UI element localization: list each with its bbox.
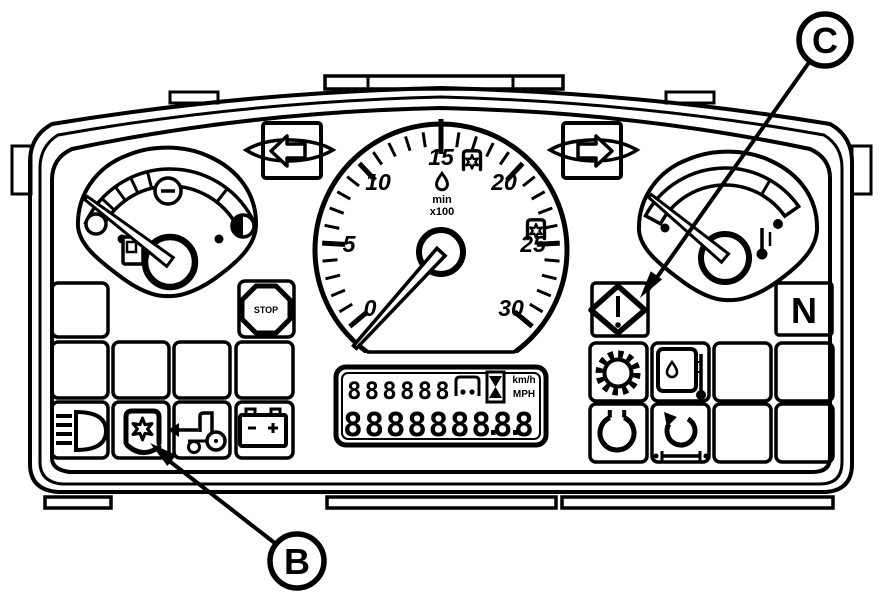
right-turn-indicator	[546, 121, 641, 180]
indicator-cell-blank	[712, 402, 773, 464]
lcd-hourglass-icon	[485, 370, 506, 404]
fuel-full-mark	[230, 213, 256, 239]
indicator-cell-blank	[234, 340, 295, 400]
lcd-unit-kmh: km/h	[512, 375, 535, 386]
indicator-cell-blank	[774, 341, 835, 403]
fuel-empty-mark	[84, 212, 108, 236]
left-turn-indicator	[242, 121, 337, 180]
stop-indicator: STOP	[237, 279, 296, 339]
battery-icon	[238, 407, 288, 448]
callout-c-leader	[646, 59, 812, 292]
callout-b-arrowhead	[150, 443, 177, 466]
temperature-gauge-dial	[636, 149, 820, 303]
left-indicator-grid: STOP	[50, 279, 296, 460]
temperature-gauge	[636, 149, 820, 303]
tach-unit-line1: min	[432, 194, 452, 206]
fuel-gauge-dial	[75, 145, 259, 299]
gear-icon	[595, 350, 641, 396]
tach-label-30: 30	[498, 295, 524, 321]
thermometer-icon	[756, 228, 772, 260]
tach-label-15: 15	[428, 144, 455, 170]
tractor-arrow-icon	[168, 411, 227, 454]
indicator-cell-blank	[172, 340, 232, 400]
recirculation-icon	[653, 412, 709, 461]
tach-label-5: 5	[343, 231, 357, 257]
callout-b-label: B	[284, 541, 310, 582]
callout-b: B	[150, 443, 327, 591]
left-arrow-icon	[269, 134, 307, 168]
neutral-label: N	[791, 290, 817, 331]
tach-needle	[351, 245, 448, 351]
fuel-needle	[82, 194, 176, 269]
lcd-decimal-point	[513, 430, 518, 435]
hazard-warning-indicator	[588, 281, 650, 338]
temperature-needle	[646, 192, 731, 265]
lens-shape	[242, 138, 337, 163]
tach-label-0: 0	[364, 295, 377, 321]
right-arrow-icon	[576, 134, 614, 168]
lens-shape	[546, 138, 641, 163]
tach-label-20: 20	[490, 169, 517, 195]
indicator-cell-blank	[774, 402, 835, 464]
lcd-decimal-point	[491, 430, 496, 435]
fuel-gauge	[75, 145, 259, 299]
lcd-display: 888888 km/h MPH 888888888	[333, 364, 549, 448]
callout-c-label: C	[812, 20, 838, 61]
tach-label-10: 10	[365, 169, 391, 195]
indicator-cell-blank	[712, 341, 773, 403]
oil-temperature-icon	[656, 347, 706, 400]
stop-label: STOP	[254, 305, 278, 315]
lcd-bottom-digits: 888888888	[343, 405, 535, 444]
high-beam-icon	[56, 409, 109, 453]
housing-outline	[10, 74, 873, 510]
bulb-icon	[597, 410, 637, 453]
stop-octagon-icon	[239, 283, 293, 336]
lcd-tractor-icon	[454, 375, 481, 396]
neutral-indicator: N	[774, 281, 834, 337]
temperature-scale-band	[643, 166, 802, 227]
minus-circle-icon	[153, 176, 183, 206]
right-indicator-grid: N	[588, 281, 835, 464]
callout-c-arrowhead	[640, 271, 663, 298]
callout-b-leader	[166, 458, 278, 546]
tachometer: 0 5 10 15 20 25 30 min x100	[312, 119, 570, 379]
indicator-cell-blank	[50, 281, 110, 339]
indicator-cell-blank	[50, 340, 110, 400]
callout-c: C	[640, 11, 854, 298]
tach-label-25: 25	[519, 231, 547, 257]
lcd-unit-mph: MPH	[513, 389, 535, 400]
tach-tick-ring	[322, 119, 560, 329]
tach-unit-line2: x100	[430, 206, 454, 218]
lcd-top-digits: 888888	[347, 377, 453, 405]
indicator-cell-blank	[111, 340, 171, 400]
